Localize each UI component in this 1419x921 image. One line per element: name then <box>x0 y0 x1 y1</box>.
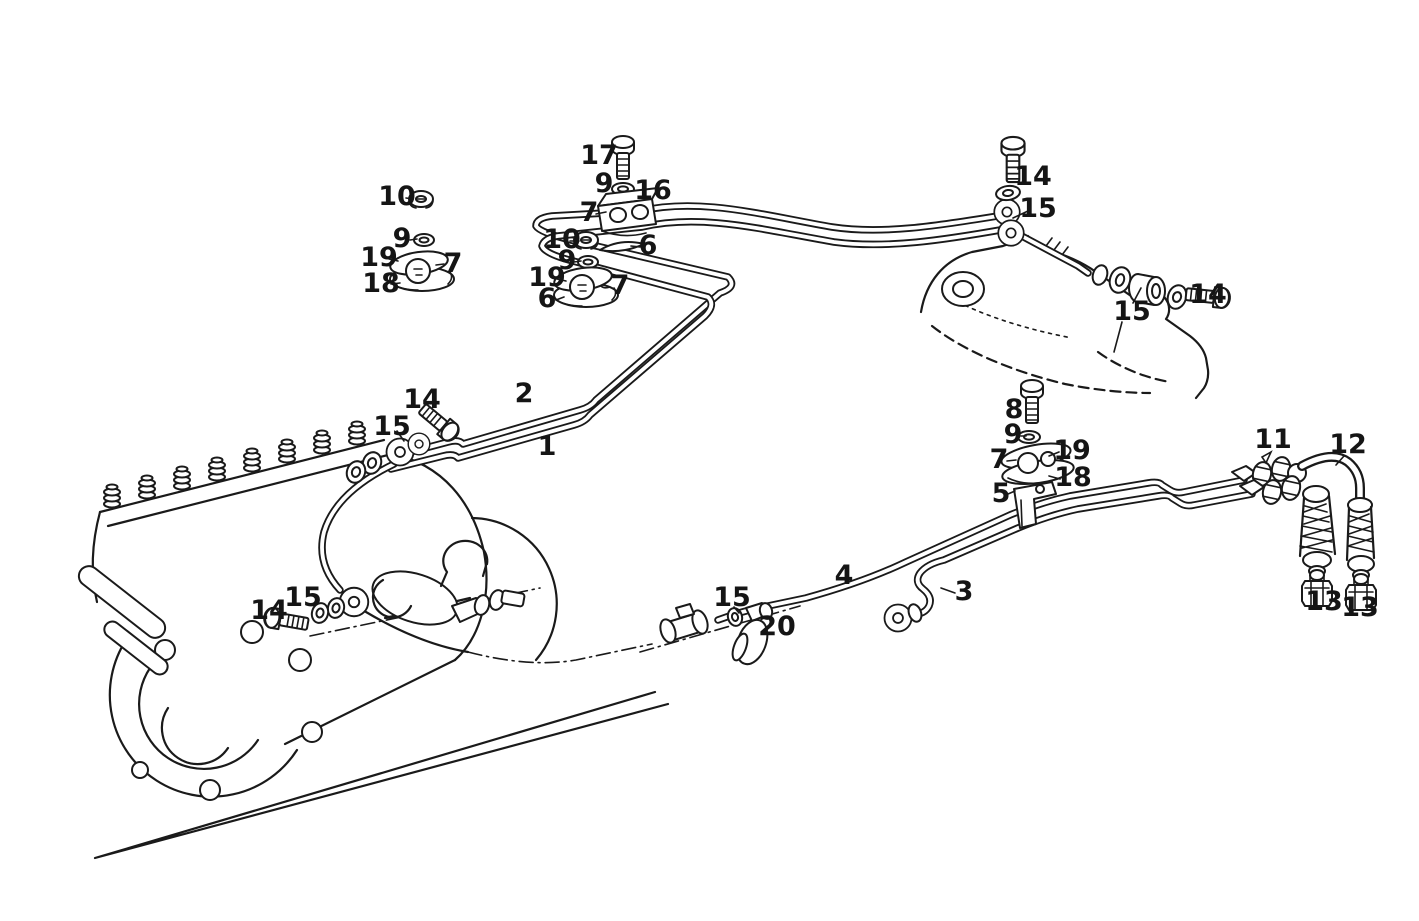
callout-20: 20 <box>758 611 796 642</box>
callout-10-left: 10 <box>378 181 416 212</box>
pump-front-flange <box>108 620 323 801</box>
elbow-12 <box>1297 451 1365 505</box>
pipe-1 <box>387 217 1010 473</box>
banjo-hardware-right <box>1091 264 1232 310</box>
engine-block <box>919 230 1210 400</box>
callout-10-middle: 10 <box>543 224 581 255</box>
pipe3-banjo <box>883 603 923 633</box>
callout-16: 16 <box>634 175 672 206</box>
washer-9-left <box>413 233 435 247</box>
pipe-3 <box>904 490 1256 619</box>
pump-return-pipe <box>318 460 398 594</box>
callout-18-right: 18 <box>1054 462 1092 493</box>
callout-7-top: 7 <box>580 197 599 228</box>
leader-lines <box>388 197 1345 614</box>
callout-7-right: 7 <box>990 444 1009 475</box>
callout-15-bottom-left: 15 <box>284 582 322 613</box>
leakoff-centerline <box>467 643 653 664</box>
callout-15-right: 15 <box>1113 296 1151 327</box>
callout-9-right: 9 <box>1004 419 1023 450</box>
leakoff-line <box>364 610 470 654</box>
pump-lever <box>77 565 169 676</box>
pipe-2 <box>395 202 1008 459</box>
callout-9-middle: 9 <box>558 245 577 276</box>
pointer-wedge-large <box>93 690 670 860</box>
braided-hose-left <box>1298 485 1337 607</box>
callout-19-right: 19 <box>1053 435 1091 466</box>
callout-15-bottom: 15 <box>713 582 751 613</box>
callout-1: 1 <box>538 431 557 462</box>
callout-17: 17 <box>580 140 618 171</box>
callout-9-top: 9 <box>595 168 614 199</box>
screw-8 <box>1020 379 1044 424</box>
washer-9-middle <box>577 255 599 269</box>
bell-housing-arc <box>470 516 558 662</box>
pipe-4 <box>714 476 1248 624</box>
callout-5: 5 <box>992 478 1011 509</box>
callout-14-bottom: 14 <box>250 595 288 626</box>
callout-15-top: 15 <box>1019 193 1057 224</box>
callout-13-left: 13 <box>1305 586 1343 617</box>
callout-8: 8 <box>1005 394 1024 425</box>
shackle <box>439 539 489 588</box>
callouts: 17 9 16 7 10 6 9 19 7 6 10 9 19 7 18 14 … <box>250 140 1379 642</box>
clip-6 <box>599 241 645 253</box>
callout-14-top: 14 <box>1014 161 1052 192</box>
lower-banjo-group <box>261 586 370 635</box>
injector-assembly <box>371 539 526 626</box>
callout-19-left: 19 <box>360 242 398 273</box>
callout-12: 12 <box>1329 429 1367 460</box>
callout-2: 2 <box>515 378 534 409</box>
braided-hose-right <box>1345 497 1377 611</box>
grommet-stack-left <box>387 190 455 292</box>
callout-18-left: 18 <box>362 268 400 299</box>
callout-3: 3 <box>955 576 974 607</box>
callout-14-right: 14 <box>1189 279 1227 310</box>
callout-9-left: 9 <box>393 223 412 254</box>
callout-13-right: 13 <box>1341 592 1379 623</box>
callout-6-middle: 6 <box>538 283 557 314</box>
injection-pump <box>77 420 558 801</box>
pipe-clamp-16 <box>597 135 659 237</box>
bracket-5 <box>1013 481 1057 529</box>
callout-11: 11 <box>1254 424 1292 455</box>
callout-6-clip: 6 <box>639 230 658 261</box>
pump-outlet-banjo <box>345 399 464 484</box>
callout-19-middle: 19 <box>528 262 566 293</box>
callout-7-middle: 7 <box>611 270 630 301</box>
union-valve-group <box>639 602 801 666</box>
seal-washer-15-top <box>995 184 1021 202</box>
callout-7-left: 7 <box>444 248 463 279</box>
callout-15-mid: 15 <box>373 411 411 442</box>
callout-14-mid: 14 <box>403 384 441 415</box>
plug-20 <box>731 618 769 666</box>
callout-4: 4 <box>835 560 854 591</box>
